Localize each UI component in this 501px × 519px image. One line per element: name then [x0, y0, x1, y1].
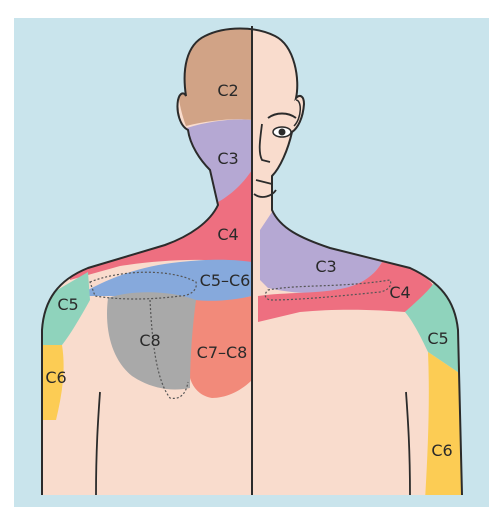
- label-back-c3: C3: [217, 149, 238, 168]
- label-back-c6: C6: [45, 368, 66, 387]
- label-back-c7-c8: C7–C8: [197, 343, 248, 362]
- label-front-c3: C3: [315, 257, 336, 276]
- pupil: [279, 129, 286, 136]
- label-front-c4: C4: [389, 283, 410, 302]
- label-back-c8: C8: [139, 331, 160, 350]
- label-back-c2: C2: [217, 81, 238, 100]
- label-back-c5-c6: C5–C6: [200, 271, 251, 290]
- label-front-c6: C6: [431, 441, 452, 460]
- label-front-c5: C5: [427, 329, 448, 348]
- label-back-c5: C5: [57, 295, 78, 314]
- label-back-c4: C4: [217, 225, 238, 244]
